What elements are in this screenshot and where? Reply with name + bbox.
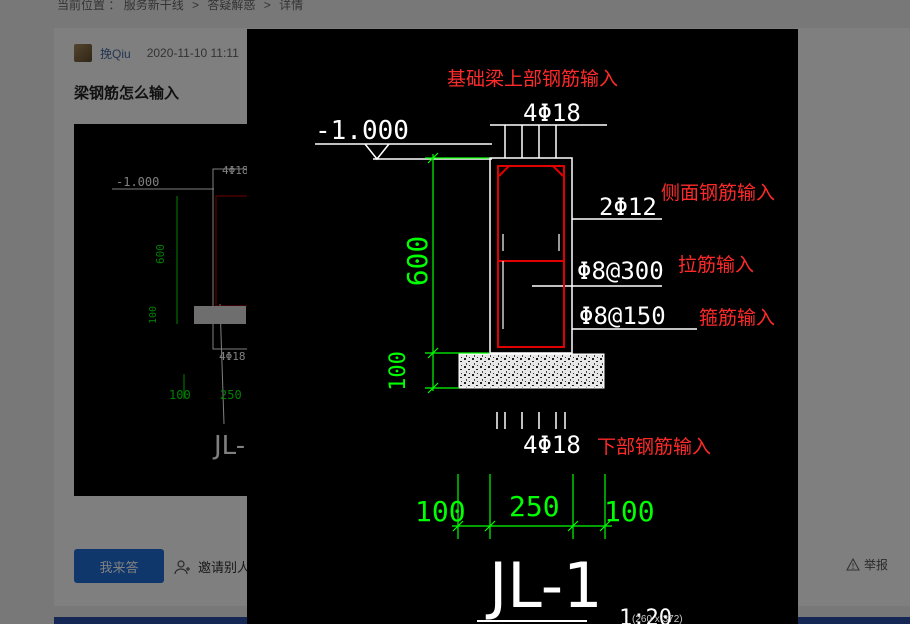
- annotation-side-rebar: 侧面钢筋输入: [661, 182, 775, 204]
- annotation-tie-bar: 拉筋输入: [678, 254, 754, 276]
- height-dimension: 600: [401, 236, 434, 287]
- side-rebar-label: 2Φ12: [599, 193, 657, 221]
- drawing-scale: 1:20: [619, 606, 672, 624]
- vertical-dimensions: [425, 152, 489, 394]
- right-dimension: 100: [604, 495, 655, 528]
- annotation-top-rebar: 基础梁上部钢筋输入: [447, 68, 618, 90]
- bottom-rebar-label: 4Φ18: [523, 431, 581, 459]
- horizontal-dimensions: [452, 474, 612, 539]
- width-dimension: 250: [509, 490, 560, 523]
- annotation-stirrup: 箍筋输入: [699, 307, 775, 329]
- side-rebars: [502, 234, 560, 329]
- elevation-label: -1.000: [315, 116, 409, 146]
- concrete-cushion: [458, 353, 605, 389]
- rebar-drawing: -1.000: [315, 68, 775, 624]
- tie-bar-label: Φ8@300: [577, 257, 664, 285]
- annotation-bottom-rebar: 下部钢筋输入: [597, 436, 711, 458]
- image-size-label: (260 x 372): [632, 614, 683, 624]
- top-rebar-label: 4Φ18: [523, 99, 581, 127]
- stirrup-outline: [497, 165, 565, 348]
- beam-name: JL-1: [485, 549, 603, 622]
- left-dimension: 100: [415, 495, 466, 528]
- image-lightbox[interactable]: -1.000: [247, 29, 798, 624]
- elevation-marker: [315, 143, 492, 161]
- stirrup-label: Φ8@150: [579, 302, 666, 330]
- beam-outline: [489, 124, 697, 429]
- cushion-dimension: 100: [386, 351, 411, 391]
